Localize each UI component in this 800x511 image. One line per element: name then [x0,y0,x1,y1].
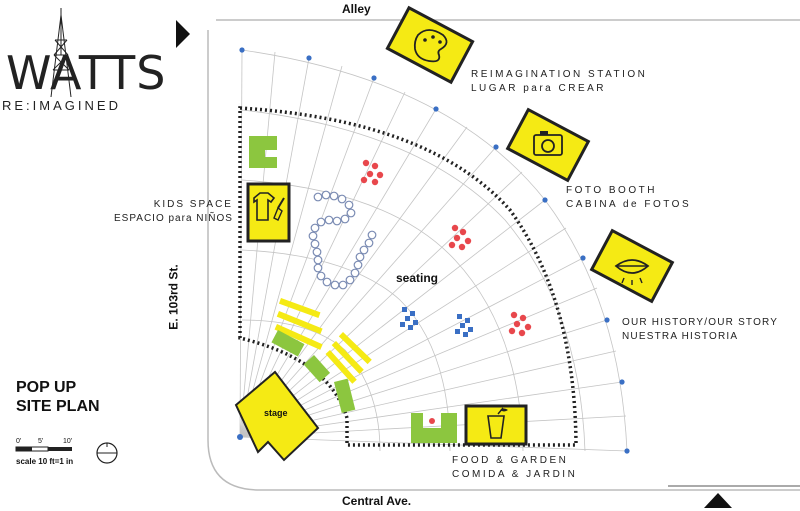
plan-title-line2: SITE PLAN [16,398,100,415]
zone-reimagination-line2: LUGAR para CREAR [471,83,607,94]
kids-planter [249,136,277,168]
camera-icon [505,107,591,183]
zone-reimagination-line1: REIMAGINATION STATION [471,69,648,80]
zone-food: FOOD & GARDEN COMIDA & JARDIN [452,454,577,482]
plan-title-line1: POP UP [16,379,77,396]
radial-grid [239,49,628,452]
event-boundary [238,106,578,447]
logo-watts: WATTS [6,46,167,100]
stage-planters [271,330,356,414]
zone-history: OUR HISTORY/OUR STORY NUESTRA HISTORIA [622,316,778,344]
zone-kids: KIDS SPACE ESPACIO para NIÑOS [114,198,233,226]
zone-kids-line1: KIDS SPACE [153,199,233,210]
food-planter [411,413,457,443]
seating-blue [400,307,473,337]
zone-history-line1: OUR HISTORY/OUR STORY [622,317,779,328]
zone-photo: FOTO BOOTH CABINA de FOTOS [566,184,691,212]
zone-food-line1: FOOD & GARDEN [452,455,569,466]
shirt-brush-icon [246,182,291,243]
palette-icon [385,5,475,85]
stage-label: stage [264,408,288,418]
zone-photo-line2: CABINA de FOTOS [566,199,692,210]
scale-tick-5: 5' [38,438,44,445]
drink-icon [464,404,528,446]
scale-bar [15,446,72,452]
lips-icon [589,228,675,304]
scale-tick-10: 10' [63,438,73,445]
arc-nodes [237,47,630,454]
street-alley: Alley [342,2,371,16]
logo-reimagined: RE:IMAGINED [2,98,121,113]
seating-label: seating [396,271,439,285]
lot-outline [207,19,800,491]
zone-kids-line2: ESPACIO para NIÑOS [114,213,233,224]
direction-arrow-icon [704,493,732,508]
scale-note: scale 10 ft=1 in [16,457,74,466]
plan-title: POP UP SITE PLAN [16,378,100,416]
stage [234,370,320,462]
street-central-ave: Central Ave. [342,494,412,508]
watts-tower-icon [50,8,72,98]
zone-photo-line1: FOTO BOOTH [566,185,657,196]
zone-history-line2: NUESTRA HISTORIA [622,331,739,342]
scale-tick-0: 0' [16,438,22,445]
zone-reimagination: REIMAGINATION STATION LUGAR para CREAR [471,68,647,96]
compass-icon [96,442,118,464]
stage-bars [274,298,372,384]
street-103rd: E. 103rd St. [166,264,181,330]
zone-food-line2: COMIDA & JARDIN [452,469,578,480]
seating-red [360,159,532,337]
north-arrow-icon [176,20,190,48]
kids-path [308,190,377,290]
